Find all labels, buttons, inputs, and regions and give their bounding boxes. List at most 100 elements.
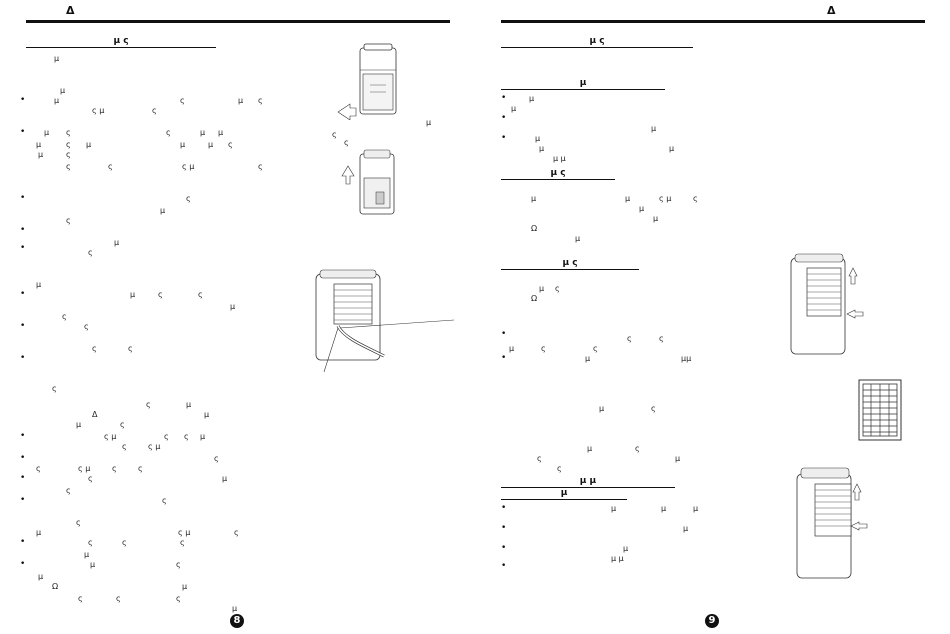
text-fragment: ς bbox=[88, 474, 93, 483]
text-fragment: μ bbox=[180, 140, 186, 149]
text-fragment: ς bbox=[186, 194, 191, 203]
text-fragment: Ω bbox=[531, 224, 538, 233]
text-fragment: μ bbox=[238, 96, 244, 105]
right-section-title: μ bbox=[501, 78, 665, 90]
text-fragment: ς bbox=[66, 128, 71, 137]
text-fragment: μ bbox=[529, 94, 535, 103]
text-fragment: ς bbox=[66, 162, 71, 171]
text-fragment: ς bbox=[78, 594, 83, 603]
bullet: • bbox=[20, 321, 26, 331]
right-header-bar bbox=[501, 20, 925, 23]
text-fragment: ς bbox=[258, 96, 263, 105]
text-fragment: ς bbox=[214, 454, 219, 463]
text-fragment: μ bbox=[535, 134, 541, 143]
bullet: • bbox=[20, 95, 26, 105]
text-fragment: μ bbox=[208, 140, 214, 149]
text-fragment: μ bbox=[218, 128, 224, 137]
text-fragment: μ bbox=[54, 54, 60, 63]
text-fragment: ς bbox=[593, 344, 598, 353]
text-fragment: μ μ bbox=[553, 154, 566, 163]
text-fragment: μ bbox=[186, 400, 192, 409]
text-fragment: ς bbox=[659, 334, 664, 343]
text-fragment: ς bbox=[557, 464, 562, 473]
text-fragment: μ bbox=[160, 206, 166, 215]
text-fragment: ς bbox=[116, 594, 121, 603]
bullet: • bbox=[20, 537, 26, 547]
text-fragment: ς bbox=[112, 464, 117, 473]
air-filter-illustration bbox=[858, 379, 902, 441]
text-fragment: ς bbox=[176, 560, 181, 569]
text-fragment: ς bbox=[228, 140, 233, 149]
text-fragment: ς bbox=[537, 454, 542, 463]
text-fragment: μ bbox=[200, 432, 206, 441]
text-fragment: μ bbox=[182, 582, 188, 591]
text-fragment: ς bbox=[180, 96, 185, 105]
bullet: • bbox=[501, 353, 507, 363]
right-header-mark: Δ bbox=[827, 4, 836, 17]
text-fragment: μ bbox=[509, 344, 515, 353]
text-fragment: μ bbox=[200, 128, 206, 137]
text-fragment: μ bbox=[653, 214, 659, 223]
bullet: • bbox=[501, 93, 507, 103]
text-fragment: ς μ bbox=[92, 106, 105, 115]
text-fragment: ς bbox=[52, 384, 57, 393]
right-section-title: μ μ bbox=[501, 476, 675, 488]
text-fragment: μμ bbox=[681, 354, 692, 363]
text-fragment: ς bbox=[555, 284, 560, 293]
text-fragment: μ bbox=[84, 550, 90, 559]
text-fragment: Ω bbox=[531, 294, 538, 303]
text-fragment: ς bbox=[108, 162, 113, 171]
text-fragment: μ bbox=[114, 238, 120, 247]
text-fragment: ς μ bbox=[178, 528, 191, 537]
left-section-title: μ ς bbox=[26, 36, 216, 48]
text-fragment: μ bbox=[683, 524, 689, 533]
text-fragment: ς bbox=[180, 538, 185, 547]
text-fragment: μ bbox=[625, 194, 631, 203]
text-fragment: ς bbox=[541, 344, 546, 353]
text-fragment: Ω bbox=[52, 582, 59, 591]
text-fragment: μ bbox=[130, 290, 136, 299]
text-fragment: ς μ bbox=[182, 162, 195, 171]
bullet: • bbox=[20, 559, 26, 569]
bullet: • bbox=[501, 113, 507, 123]
text-fragment: μ bbox=[585, 354, 591, 363]
bullet: • bbox=[20, 453, 26, 463]
text-fragment: μ bbox=[36, 140, 42, 149]
text-fragment: ς bbox=[76, 518, 81, 527]
text-fragment: μ bbox=[90, 560, 96, 569]
text-fragment: ς bbox=[36, 464, 41, 473]
right-section-title: μ ς bbox=[501, 168, 615, 180]
page-number: 8 bbox=[230, 614, 244, 628]
text-fragment: μ bbox=[651, 124, 657, 133]
bullet: • bbox=[20, 193, 26, 203]
right-section-title: μ bbox=[501, 488, 627, 500]
text-fragment: μ bbox=[661, 504, 667, 513]
text-fragment: ς bbox=[332, 130, 337, 139]
bullet: • bbox=[501, 543, 507, 553]
left-header-bar bbox=[26, 20, 450, 23]
text-fragment: μ bbox=[36, 280, 42, 289]
text-fragment: ς bbox=[88, 248, 93, 257]
text-fragment: μ bbox=[611, 504, 617, 513]
text-fragment: ς bbox=[84, 322, 89, 331]
text-fragment: μ bbox=[587, 444, 593, 453]
text-fragment: ς bbox=[88, 538, 93, 547]
text-fragment: ς bbox=[138, 464, 143, 473]
text-fragment: μ bbox=[511, 104, 517, 113]
text-fragment: μ bbox=[54, 96, 60, 105]
page-number: 9 bbox=[705, 614, 719, 628]
dehumidifier-filter-removal-illustration bbox=[796, 467, 868, 579]
text-fragment: ς bbox=[258, 162, 263, 171]
text-fragment: ς bbox=[198, 290, 203, 299]
text-fragment: ς bbox=[62, 312, 67, 321]
text-fragment: ς bbox=[66, 140, 71, 149]
text-fragment: ς bbox=[158, 290, 163, 299]
text-fragment: ς μ bbox=[659, 194, 672, 203]
left-header-mark: Δ bbox=[66, 4, 75, 17]
dehumidifier-rear-filter-illustration bbox=[790, 253, 864, 355]
text-fragment: ς bbox=[693, 194, 698, 203]
text-fragment: ς bbox=[66, 150, 71, 159]
text-fragment: ς bbox=[344, 138, 349, 147]
text-fragment: μ bbox=[599, 404, 605, 413]
bullet: • bbox=[20, 473, 26, 483]
